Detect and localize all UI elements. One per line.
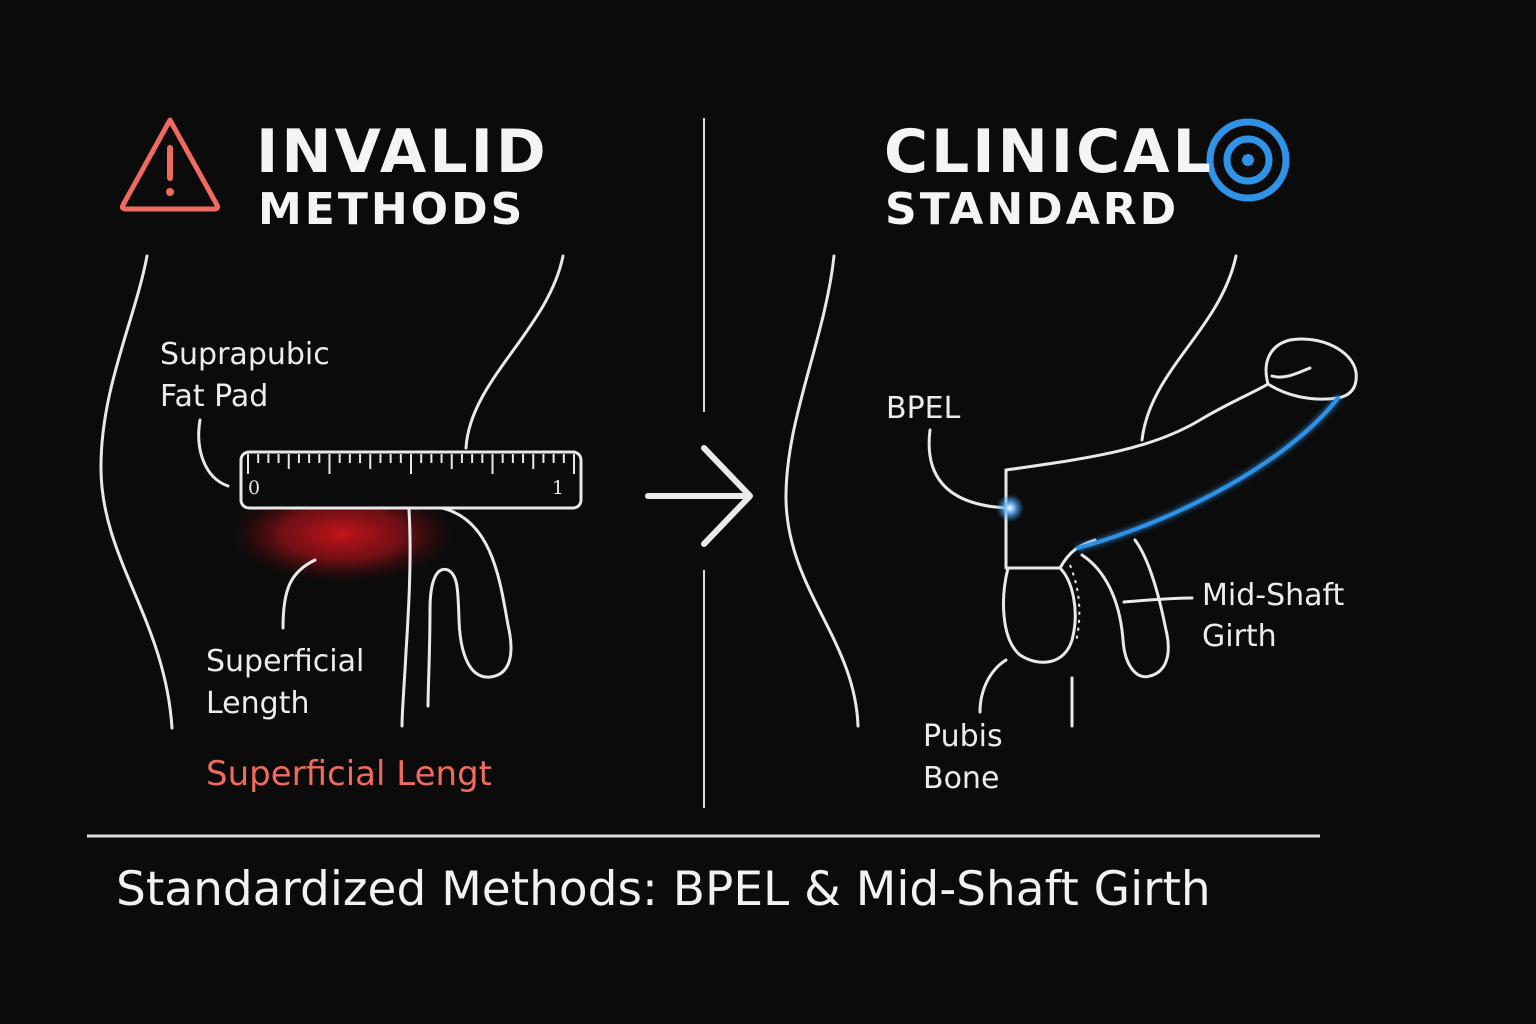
- footer-caption: Standardized Methods: BPEL & Mid-Shaft G…: [116, 862, 1211, 917]
- left-anatomy: [197, 418, 513, 728]
- ruler-end-mark: 1: [552, 477, 564, 499]
- warning-triangle-icon: [119, 117, 221, 212]
- fat-pad-label-line2: Fat Pad: [160, 379, 269, 414]
- bpel-anchor-point: [996, 494, 1024, 522]
- right-heading-line1: CLINICAL: [884, 117, 1214, 187]
- bpel-highlight-line: [1076, 396, 1340, 550]
- superficial-length-label-line1: Superficial: [206, 644, 365, 679]
- left-body-outline: [99, 254, 565, 730]
- pubis-bone-label-line1: Pubis: [923, 719, 1003, 754]
- mid-shaft-girth-label-line1: Mid-Shaft: [1202, 578, 1345, 613]
- ruler: 0 1: [239, 450, 583, 510]
- superficial-length-warning-label: Superficial Lengt: [206, 754, 492, 794]
- left-heading-line2: METHODS: [258, 184, 526, 235]
- left-heading-line1: INVALID: [256, 117, 549, 187]
- target-icon: [1206, 118, 1290, 202]
- right-arrow-icon: [645, 445, 753, 547]
- fat-pad-glow: [230, 486, 454, 582]
- superficial-length-label-line2: Length: [206, 686, 310, 721]
- right-heading-line2: STANDARD: [885, 184, 1180, 235]
- ruler-start-mark: 0: [248, 477, 260, 499]
- bpel-label: BPEL: [886, 391, 961, 426]
- mid-shaft-girth-label-line2: Girth: [1202, 619, 1277, 654]
- pubis-bone-label-line2: Bone: [923, 761, 1000, 796]
- fat-pad-label-line1: Suprapubic: [160, 337, 330, 372]
